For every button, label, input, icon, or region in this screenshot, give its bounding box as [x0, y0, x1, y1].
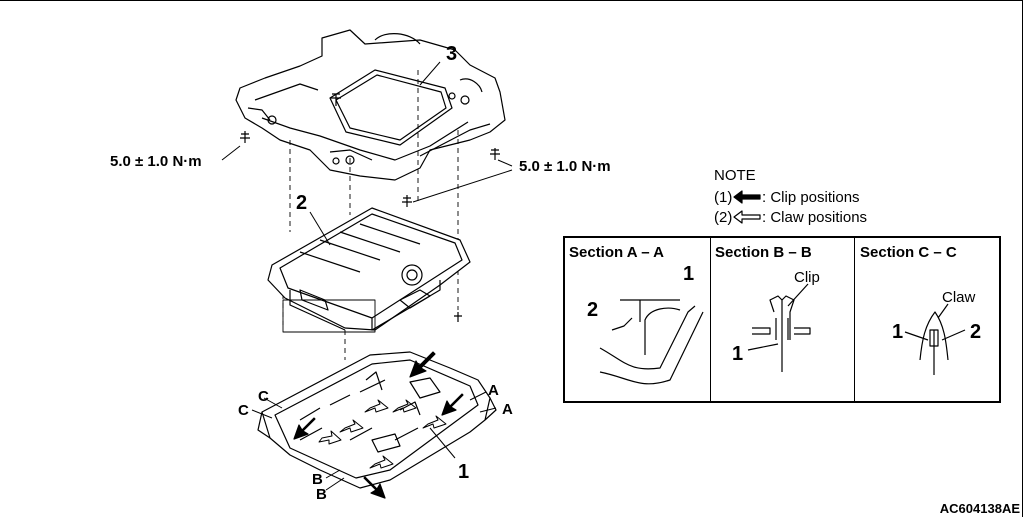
section-a-label-1: 1	[683, 263, 695, 285]
note-item-2-num: (2)	[714, 209, 733, 226]
section-b-cell: Section B – B Clip 1	[710, 238, 855, 401]
clip-arrows	[293, 351, 464, 499]
torque-spec-right: 5.0 ± 1.0 N·m	[519, 158, 611, 175]
note-item-2-text: : Claw positions	[762, 209, 868, 226]
section-a-label-2: 2	[587, 299, 599, 321]
part-1-label: 1	[458, 461, 470, 483]
section-c-title: Section C – C	[860, 244, 957, 261]
section-b-clip-label: Clip	[794, 269, 820, 286]
part-2-label: 2	[296, 192, 308, 214]
part-3-label: 3	[446, 43, 458, 65]
section-mark-a1: A	[488, 382, 499, 399]
note-item-1-num: (1)	[714, 189, 733, 206]
section-c-label-1: 1	[892, 321, 904, 343]
torque-spec-left: 5.0 ± 1.0 N·m	[110, 153, 202, 170]
claw-arrows	[318, 399, 447, 469]
part-3-bracket	[235, 29, 506, 181]
section-mark-c2: C	[238, 402, 249, 419]
section-b-label-1: 1	[732, 343, 744, 365]
note-title: NOTE	[714, 167, 756, 184]
section-mark-c1: C	[258, 388, 269, 405]
section-b-title: Section B – B	[715, 244, 812, 261]
solid-arrow-icon	[733, 190, 761, 204]
section-mark-a2: A	[502, 401, 513, 418]
sections-table: Section A – A 1 2 Section B – B Clip 1 S…	[563, 236, 1001, 403]
part-1-cover	[257, 351, 497, 489]
section-mark-b1: B	[312, 471, 323, 488]
figure-code: AC604138AE	[939, 501, 1020, 516]
section-a-title: Section A – A	[569, 244, 665, 261]
section-c-drawing	[904, 303, 966, 375]
section-c-cell: Section C – C Claw 1 2	[854, 238, 1001, 401]
section-c-claw-label: Claw	[942, 289, 976, 306]
section-a-drawing	[599, 299, 704, 385]
section-a-cell: Section A – A 1 2	[565, 238, 711, 401]
section-b-drawing	[747, 283, 811, 372]
part-2-unit	[267, 207, 471, 333]
outline-arrow-icon	[733, 210, 761, 224]
leader-lines	[221, 61, 513, 491]
bolt-group	[240, 93, 500, 322]
section-c-label-2: 2	[970, 321, 982, 343]
note-item-1-text: : Clip positions	[762, 189, 860, 206]
section-mark-b2: B	[316, 486, 327, 503]
